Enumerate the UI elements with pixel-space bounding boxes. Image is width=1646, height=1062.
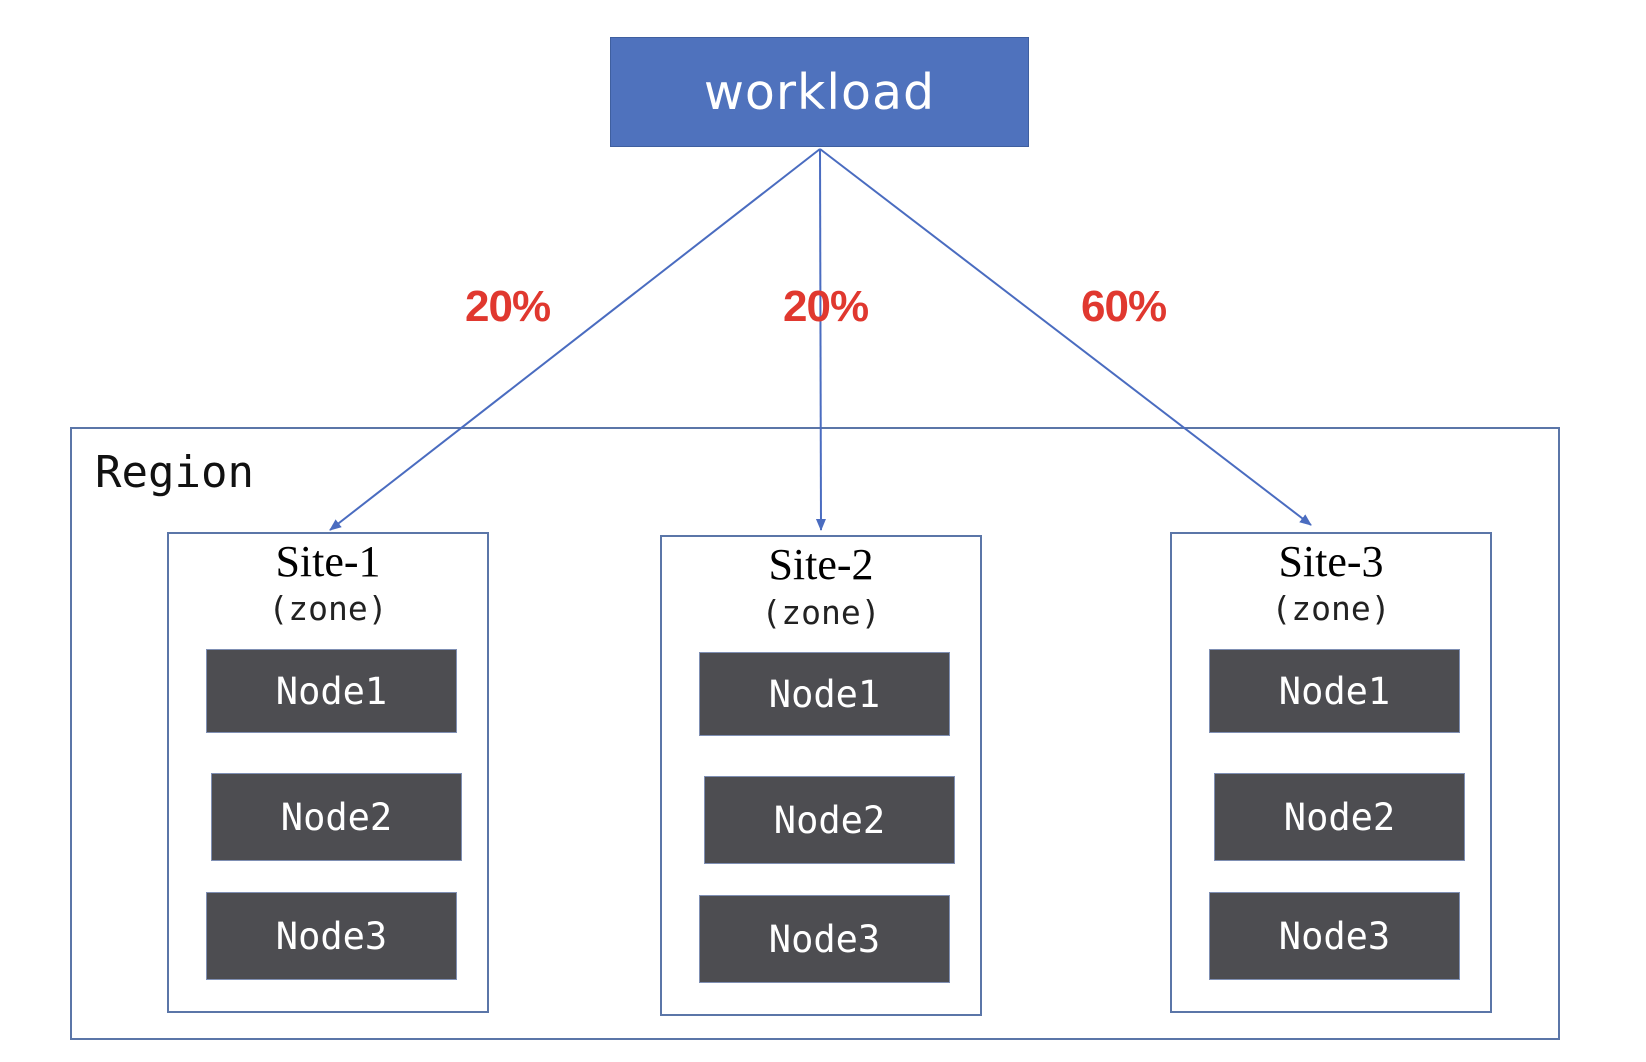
arrow-to-site-1	[329, 148, 821, 531]
site-1-node3: Node3	[206, 892, 457, 980]
arrow-to-site-3	[819, 148, 1312, 526]
site-2-box: Site-2 (zone) Node1 Node2 Node3	[660, 535, 982, 1016]
site-3-node3-label: Node3	[1278, 914, 1391, 958]
site-3-node1-label: Node1	[1278, 669, 1391, 713]
site-2-node1-label: Node1	[768, 672, 881, 716]
arrow-to-site-2	[815, 148, 826, 531]
region-label: Region	[95, 447, 254, 498]
site-2-node3-label: Node3	[768, 917, 881, 961]
site-1-box: Site-1 (zone) Node1 Node2 Node3	[167, 532, 489, 1013]
site-2-node3: Node3	[699, 895, 950, 983]
site-3-node2-label: Node2	[1283, 795, 1396, 839]
site-1-node2: Node2	[211, 773, 462, 861]
site-3-node1: Node1	[1209, 649, 1460, 733]
site-3-box: Site-3 (zone) Node1 Node2 Node3	[1170, 532, 1492, 1013]
percent-label-site-2: 20%	[783, 282, 869, 331]
workload-label: workload	[703, 63, 936, 121]
site-1-title: Site-1	[275, 537, 381, 586]
site-3-subtitle: (zone)	[1271, 589, 1391, 628]
site-2-node1: Node1	[699, 652, 950, 736]
site-3-node3: Node3	[1209, 892, 1460, 980]
site-1-subtitle: (zone)	[268, 589, 388, 628]
site-3-node2: Node2	[1214, 773, 1465, 861]
region-box	[70, 427, 1560, 1040]
percent-label-site-3: 60%	[1081, 282, 1167, 331]
site-1-node3-label: Node3	[275, 914, 388, 958]
percent-label-site-1: 20%	[465, 282, 551, 331]
site-3-title: Site-3	[1278, 537, 1384, 586]
site-2-subtitle: (zone)	[761, 593, 881, 632]
site-2-title: Site-2	[768, 540, 874, 589]
site-1-node2-label: Node2	[280, 795, 393, 839]
site-1-node1: Node1	[206, 649, 457, 733]
workload-box: workload	[610, 37, 1029, 147]
site-2-node2-label: Node2	[773, 798, 886, 842]
site-2-node2: Node2	[704, 776, 955, 864]
site-1-node1-label: Node1	[275, 669, 388, 713]
